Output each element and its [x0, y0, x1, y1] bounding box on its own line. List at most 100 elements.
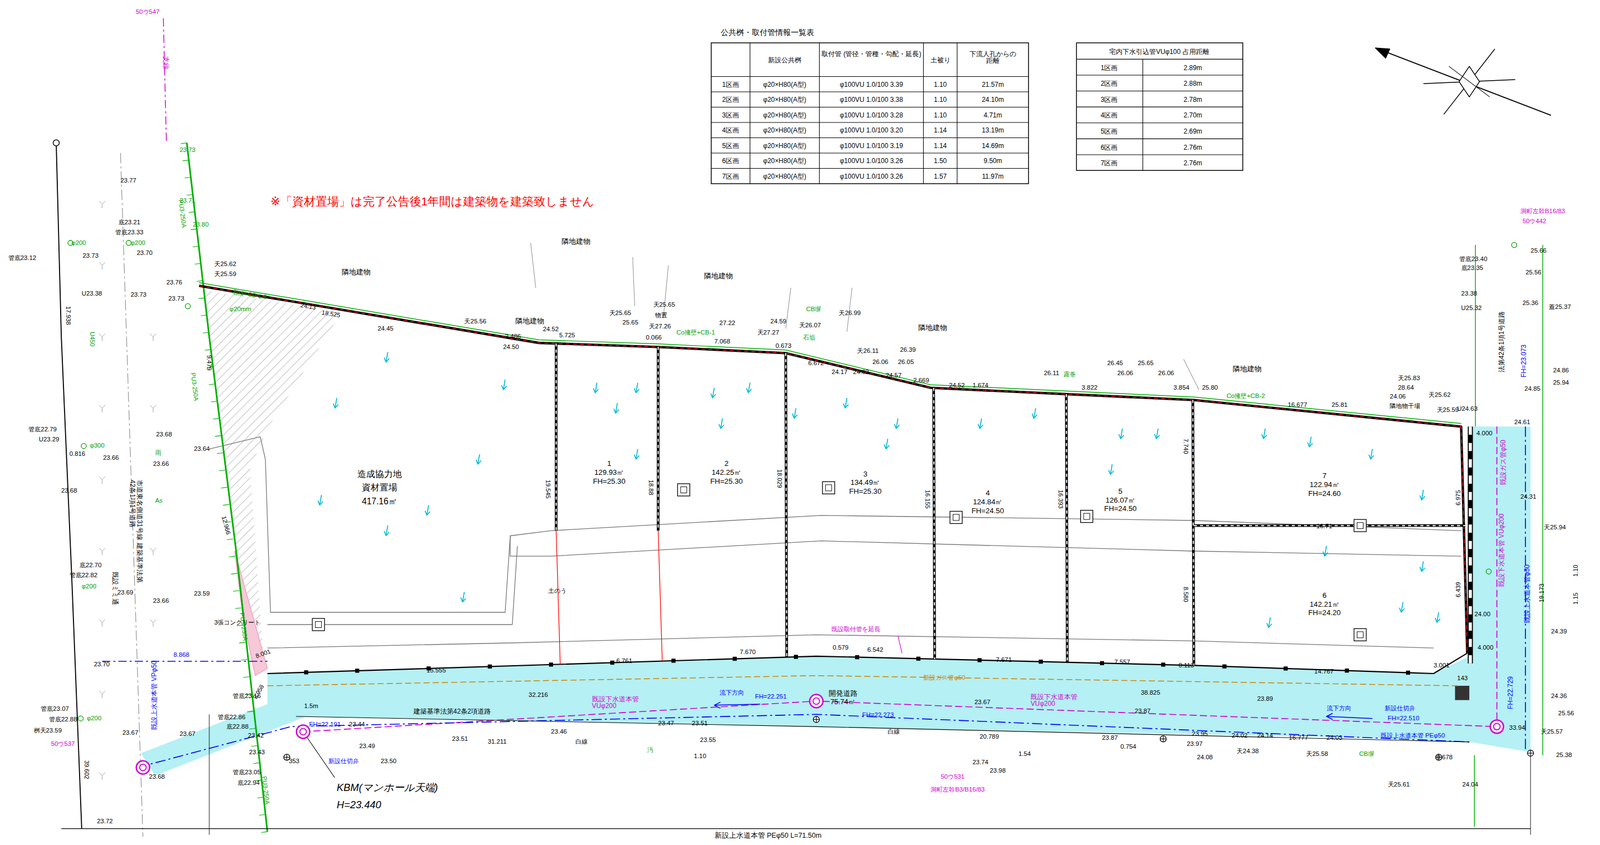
table-cell: 3区画	[721, 111, 740, 120]
table-cell: 6区画	[721, 157, 740, 165]
drain-arrow	[792, 413, 798, 418]
grass-symbol	[150, 548, 157, 552]
plan-label: As	[155, 497, 163, 505]
plan-label: 24.62	[853, 368, 870, 376]
inlet-box	[312, 618, 325, 631]
lot-divider-dash	[933, 387, 935, 659]
grass-symbol	[150, 619, 157, 623]
tick-mark	[223, 504, 230, 505]
plan-label: FH=22.510	[1387, 715, 1420, 722]
plan-label: 26.11	[1044, 370, 1060, 377]
table-cell: 11.97m	[982, 173, 1004, 181]
wall-green	[1542, 244, 1543, 756]
drain-arrow	[613, 408, 619, 413]
plan-label: 流下方向	[1326, 705, 1352, 712]
table-grid	[711, 42, 1029, 184]
plan-label: 8.868	[173, 651, 190, 659]
plan-label: 50ウ537	[51, 740, 76, 748]
plan-label: 天24.38	[1236, 747, 1259, 755]
plan-label: CB塀	[806, 306, 822, 313]
table-cell: 5区画	[721, 142, 740, 150]
plan-label: 23.44	[348, 721, 366, 728]
table-grid	[1142, 58, 1144, 171]
valve-symbol	[1160, 735, 1167, 742]
plan-label: 24.04	[1462, 781, 1479, 789]
plan-label: 既設上水道本管φ50	[1523, 564, 1531, 623]
plan-label: 4.000	[1477, 644, 1494, 652]
plan-label: FH=22.273	[862, 711, 894, 719]
plan-label: 6.439	[1455, 581, 1462, 598]
plan-label: 1.10	[693, 752, 707, 760]
site-boundary-south	[267, 652, 1468, 674]
inlet-box	[1357, 522, 1364, 529]
tick-mark	[186, 194, 194, 195]
node-text: 134.49㎡	[849, 478, 882, 487]
boundary-marker	[610, 660, 615, 665]
table-grid	[711, 76, 1029, 77]
tick-mark	[192, 245, 199, 247]
lot-parcel: 7122.94㎡FH=24.60	[1308, 471, 1341, 499]
plan-label: φ300	[89, 442, 105, 450]
grass-symbol	[150, 405, 157, 409]
plan-label: 管底23.40	[1459, 256, 1488, 263]
plan-label: 25.56	[1558, 710, 1575, 717]
plan-label: 土のう	[548, 587, 567, 595]
table-cell: 新設公共桝	[768, 56, 802, 64]
site-boundary	[199, 285, 1468, 653]
plan-label: 隣地建物	[561, 238, 591, 246]
plan-label: 24.13	[299, 302, 317, 312]
drain-arrow	[746, 388, 752, 393]
table-cell: φ100VU 1.0/100 3.26	[839, 173, 904, 181]
boundary-marker	[732, 656, 737, 661]
plan-label: 23.68	[61, 487, 78, 495]
plan-label: 23.76	[166, 279, 183, 287]
plan-label: 27.22	[719, 320, 736, 327]
tick-mark	[198, 297, 205, 299]
inlet-box	[825, 484, 832, 491]
plan-label: 24.52	[542, 326, 559, 333]
valve-symbol	[815, 716, 817, 723]
lot-parcel: 2142.25㎡FH=25.30	[710, 459, 743, 486]
inlet-box	[1354, 628, 1367, 641]
plan-label: 7.670	[739, 648, 756, 656]
neighbour-line	[530, 242, 536, 288]
plan-label: 2.486	[505, 333, 522, 341]
boundary-marker	[1039, 659, 1043, 664]
drain-arrow	[634, 454, 640, 460]
plan-label: 16.155	[924, 489, 932, 509]
table-cell: 2.88m	[1183, 80, 1203, 88]
grass-symbol	[99, 548, 106, 552]
grass-symbol	[99, 333, 106, 338]
wall-outline	[267, 545, 518, 625]
tick-mark	[234, 607, 241, 609]
grass-symbol	[101, 622, 103, 627]
wall-green	[199, 282, 1462, 424]
dimension-line	[61, 828, 1531, 829]
plan-label: 既設ミミ通	[111, 571, 119, 605]
plan-label: 6.672	[808, 360, 825, 367]
node-text: 4	[971, 488, 1004, 498]
plan-label: 天26.11	[857, 347, 879, 355]
plan-label: 隣地建物	[1232, 365, 1262, 373]
lot-divider-thin	[658, 530, 663, 661]
plan-label: 蓋25.37	[1548, 303, 1572, 311]
grass-symbol	[101, 775, 103, 780]
plan-label: 28.64	[1397, 384, 1415, 392]
plan-label: 23.70	[94, 661, 111, 668]
grass-symbol	[153, 336, 154, 341]
plan-label: 石垣	[803, 334, 816, 342]
plan-label: U23.29	[38, 436, 60, 443]
table-cell: 1.57	[933, 173, 947, 181]
node-text: 122.94㎡	[1308, 480, 1341, 490]
plan-label: 3.854	[1173, 384, 1190, 392]
plan-label: 2.669	[913, 377, 930, 384]
plan-label: U450	[88, 331, 96, 347]
plan-label: 25.80	[1202, 384, 1219, 392]
plan-label: 23.46	[550, 728, 568, 736]
table-cell: 13.19m	[981, 126, 1004, 135]
plan-label: 0.579	[832, 644, 849, 652]
table-cell: φ100VU 1.0/100 3.38	[839, 96, 904, 104]
lot-divider	[554, 343, 558, 531]
plan-label: 23.59	[193, 590, 210, 598]
plan-label: 23.49	[358, 742, 376, 750]
